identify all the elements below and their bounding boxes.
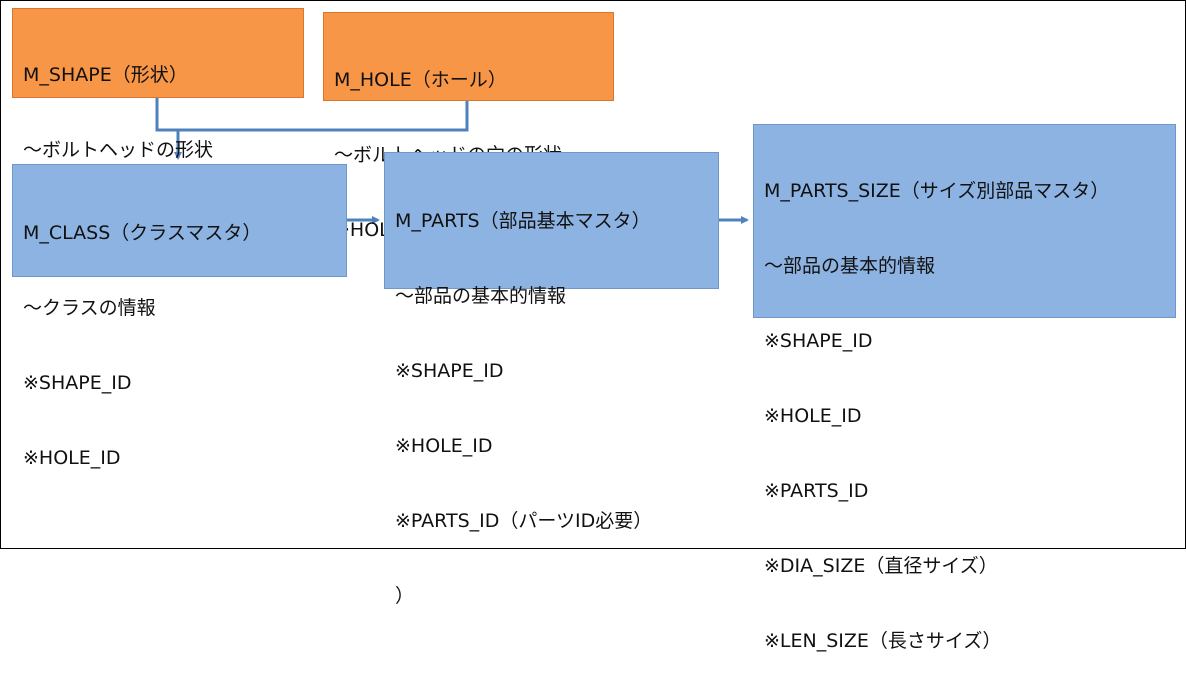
m-parts-size-key-dia-size: ※DIA_SIZE（直径サイズ）: [764, 555, 998, 577]
m-parts-size-key-len-size: ※LEN_SIZE（長さサイズ）: [764, 630, 1002, 652]
m-shape-title: M_SHAPE（形状）: [23, 64, 188, 86]
m-parts-title: M_PARTS（部品基本マスタ）: [395, 210, 651, 232]
m-parts-size-key-shape-id: ※SHAPE_ID: [764, 330, 873, 352]
m-class-key-hole-id: ※HOLE_ID: [23, 447, 121, 469]
m-parts-size-box: M_PARTS_SIZE（サイズ別部品マスタ） ～部品の基本的情報 ※SHAPE…: [753, 124, 1176, 652]
connectors: [155, 97, 749, 224]
m-parts-key-parts-id: ※PARTS_ID（パーツID必要）: [395, 510, 653, 532]
connector-shape-to-merge: [155, 97, 178, 132]
m-hole-title: M_HOLE（ホール）: [334, 69, 507, 91]
m-parts-description: ～部品の基本的情報: [395, 285, 567, 307]
m-shape-description: ～ボルトヘッドの形状: [23, 139, 214, 161]
m-parts-overflow-paren: ）: [395, 585, 415, 607]
m-parts-size-description: ～部品の基本的情報: [764, 255, 936, 277]
m-parts-size-key-parts-id: ※PARTS_ID: [764, 480, 869, 502]
m-class-key-shape-id: ※SHAPE_ID: [23, 372, 132, 394]
m-class-title: M_CLASS（クラスマスタ）: [23, 222, 262, 244]
m-parts-key-hole-id: ※HOLE_ID: [395, 435, 493, 457]
m-class-description: ～クラスの情報: [23, 297, 156, 319]
m-class-box: M_CLASS（クラスマスタ） ～クラスの情報 ※SHAPE_ID ※HOLE_…: [12, 164, 347, 469]
m-parts-key-shape-id: ※SHAPE_ID: [395, 360, 504, 382]
m-parts-size-title: M_PARTS_SIZE（サイズ別部品マスタ）: [764, 180, 1110, 202]
m-parts-size-key-hole-id: ※HOLE_ID: [764, 405, 862, 427]
connector-hole-to-merge: [178, 100, 469, 132]
m-parts-box: M_PARTS（部品基本マスタ） ～部品の基本的情報 ※SHAPE_ID ※HO…: [384, 152, 719, 607]
m-hole-box: M_HOLE（ホール） ～ボルトヘッドの穴の形状 ※HOLE_ID（穴ID）: [323, 12, 614, 241]
m-shape-box: M_SHAPE（形状） ～ボルトヘッドの形状 ※SHAPE_ID（形状ID））: [12, 8, 304, 236]
